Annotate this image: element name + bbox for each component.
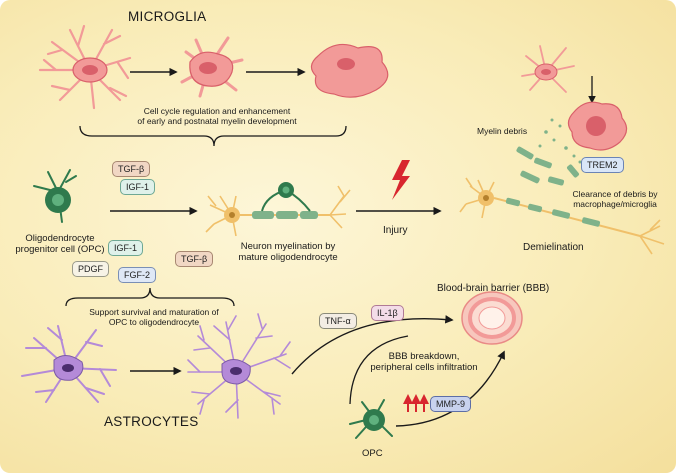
heading-astrocytes: ASTROCYTES — [104, 414, 199, 429]
astrocyte-left — [21, 325, 117, 403]
demyelination-label: Demielination — [523, 242, 584, 253]
opc-bottom — [349, 399, 393, 439]
factor-mmp9: MMP-9 — [430, 396, 471, 412]
opc-left-nucleus — [52, 194, 64, 206]
lightning-icon — [392, 160, 410, 200]
microglia-function-label: Cell cycle regulation and enhancement of… — [137, 106, 297, 126]
microglia-small — [521, 45, 575, 93]
factor-trem2: TREM2 — [581, 157, 624, 173]
astrocyte-right — [187, 313, 291, 419]
factor-il1b: IL-1β — [371, 305, 404, 321]
microglia-amoeboid-body — [310, 43, 389, 98]
opc-left — [33, 169, 77, 223]
factor-tgf-beta-mid: TGF-β — [175, 251, 214, 267]
myelin-debris-label: Myelin debris — [477, 126, 528, 136]
myelin-debris — [516, 118, 582, 186]
factor-tgf-beta-top: TGF-β — [112, 161, 151, 177]
astrocyte-function-label: Support survival and maturation of OPC t… — [89, 307, 219, 327]
factor-fgf2: FGF-2 — [118, 267, 156, 283]
opc-label: Oligodendrocyte progenitor cell (OPC) — [15, 233, 105, 255]
bbb-label: Blood-brain barrier (BBB) — [437, 283, 550, 294]
neuron-demyelinated — [459, 177, 665, 255]
arrow-astrocyte-to-bbb — [291, 315, 454, 375]
neuron-myelinated — [205, 182, 351, 237]
factor-igf1-top: IGF-1 — [120, 179, 156, 195]
factor-igf1-mid: IGF-1 — [108, 240, 144, 256]
opc-bottom-label: OPC — [362, 448, 383, 459]
bbb-vessel — [461, 291, 523, 345]
brace-astrocytes — [65, 287, 235, 307]
bbb-breakdown-label: BBB breakdown, peripheral cells infiltra… — [370, 351, 478, 373]
clearance-label: Clearance of debris by macrophage/microg… — [572, 189, 658, 209]
macrophage-nucleus — [586, 116, 606, 136]
injury-label: Injury — [383, 225, 408, 236]
astrocyte-left-nucleus — [62, 364, 74, 372]
factor-tnf-alpha: TNF-α — [319, 313, 357, 329]
myelination-label: Neuron myelination by mature oligodendro… — [238, 241, 338, 263]
microglia-intermediate-nucleus — [199, 62, 217, 74]
factor-pdgf: PDGF — [72, 261, 110, 277]
astrocyte-right-nucleus — [230, 367, 242, 375]
upregulation-arrows — [403, 394, 429, 412]
opc-bottom-nucleus — [369, 415, 379, 425]
microglia-amoeboid-nucleus — [337, 58, 355, 70]
heading-microglia: MICROGLIA — [128, 9, 207, 24]
microglia-small-nucleus — [541, 69, 551, 75]
arrow-opc-to-bbb — [349, 335, 409, 405]
microglia-ramified — [38, 24, 132, 110]
brace-microglia — [79, 125, 347, 147]
microglia-ramified-nucleus — [82, 65, 98, 75]
